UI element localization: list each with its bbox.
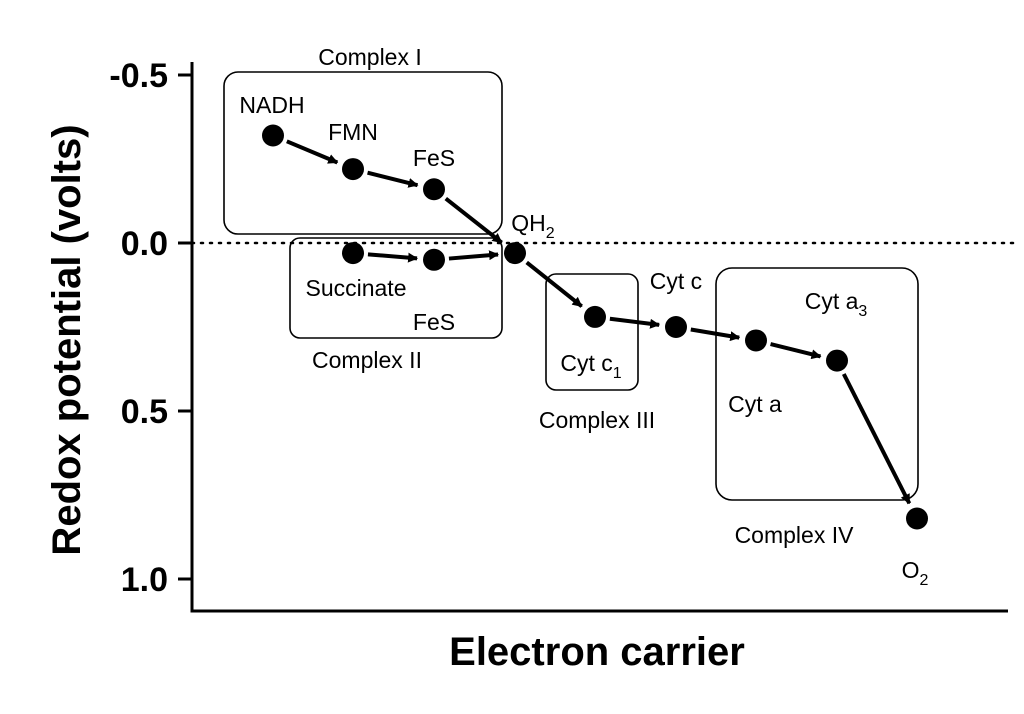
- arrow-succ-to-fes2: [367, 252, 419, 263]
- point-cyta3: [826, 349, 848, 372]
- complex-ii-box: [289, 237, 503, 339]
- arrow-fes2-to-qh2: [448, 250, 500, 261]
- point-label-cytc1: Cyt c1: [560, 350, 621, 382]
- complex-iii-label: Complex III: [539, 407, 655, 433]
- arrow-cyta-to-cyta3: [770, 342, 822, 360]
- arrow-fmn-to-fes1: [367, 170, 419, 188]
- y-tick-label: -0.5: [109, 57, 168, 95]
- point-label-o2: O2: [902, 557, 929, 589]
- complex-iv-box: [715, 267, 919, 501]
- arrow-cytc1-to-cytc: [609, 316, 661, 329]
- complex-i-box: [223, 71, 503, 235]
- point-fes1: [423, 178, 445, 201]
- arrow-nadh-to-fmn: [286, 139, 339, 165]
- point-label-fmn: FMN: [328, 119, 378, 145]
- arrow-cyta3-to-o2: [841, 373, 912, 505]
- points-layer: [262, 124, 928, 530]
- arrow-fes1-to-qh2: [444, 196, 503, 245]
- point-label-cyta: Cyt a: [728, 391, 782, 417]
- y-tick-label: 1.0: [121, 561, 168, 599]
- point-qh2: [504, 242, 526, 265]
- arrows-layer: [286, 139, 912, 505]
- x-axis-title: Electron carrier: [449, 630, 745, 674]
- point-label-fes2: FeS: [413, 309, 455, 335]
- point-fes2: [423, 248, 445, 271]
- point-label-fes1: FeS: [413, 145, 455, 171]
- complex-iii-box: [545, 273, 639, 391]
- y-tick-label: 0.0: [121, 225, 168, 263]
- complex-i-label: Complex I: [318, 44, 422, 70]
- point-o2: [906, 507, 928, 530]
- y-tick-label: 0.5: [121, 393, 168, 431]
- point-nadh: [262, 124, 284, 147]
- point-cytc: [665, 316, 687, 338]
- point-cytc1: [584, 305, 606, 328]
- arrow-qh2-to-cytc1: [525, 260, 583, 308]
- complex-ii-label: Complex II: [312, 347, 422, 373]
- point-fmn: [342, 158, 364, 181]
- point-label-cyta3: Cyt a3: [805, 288, 868, 320]
- y-ticks: -0.5 0.0 0.5 1.0: [109, 57, 192, 599]
- complex-iv-label: Complex IV: [735, 522, 855, 548]
- y-axis-title: Redox potential (volts): [45, 124, 89, 555]
- point-label-qh2: QH2: [511, 210, 555, 242]
- point-cyta: [745, 329, 767, 352]
- arrow-cytc-to-cyta: [690, 327, 741, 342]
- point-label-succ: Succinate: [305, 275, 406, 301]
- point-succ: [342, 242, 364, 265]
- point-label-cytc: Cyt c: [650, 268, 702, 294]
- point-label-nadh: NADH: [239, 92, 304, 118]
